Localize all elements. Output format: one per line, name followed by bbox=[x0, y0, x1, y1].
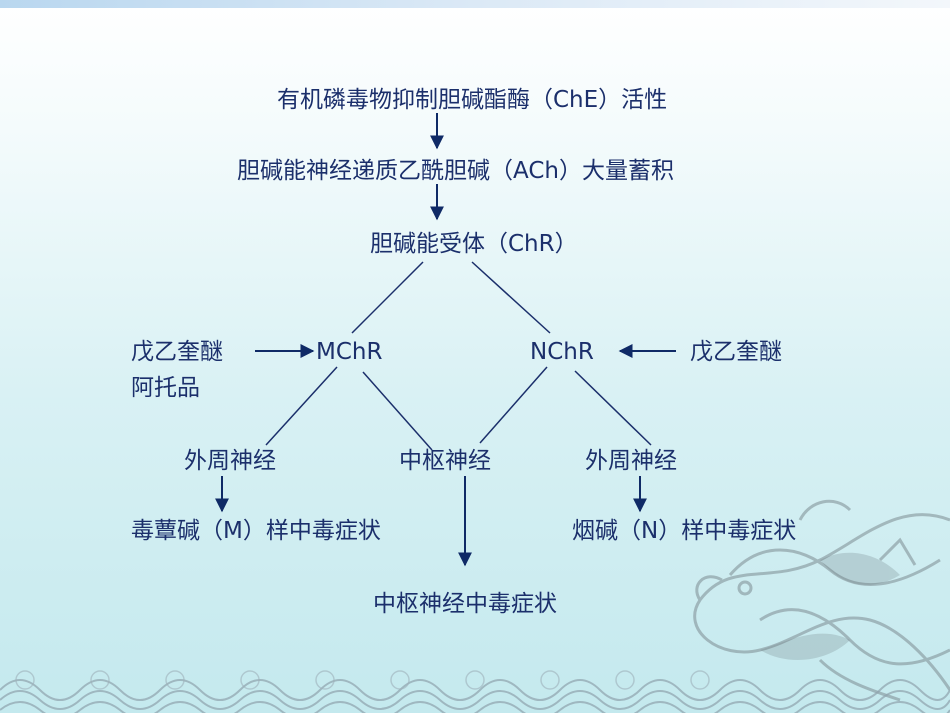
node-nchr: NChR bbox=[530, 339, 594, 365]
node-left-drug-penehyclidine: 戊乙奎醚 bbox=[131, 339, 223, 365]
node-right-drug-penehyclidine: 戊乙奎醚 bbox=[690, 339, 782, 365]
line-mchr-to-peripheral-left bbox=[265, 366, 338, 446]
line-nchr-to-central bbox=[479, 366, 548, 444]
line-chr-to-nchr bbox=[471, 261, 551, 334]
node-ach-accumulation: 胆碱能神经递质乙酰胆碱（ACh）大量蓄积 bbox=[237, 158, 674, 184]
node-ache-inhibition: 有机磷毒物抑制胆碱酯酶（ChE）活性 bbox=[277, 87, 668, 113]
node-peripheral-nerve-left: 外周神经 bbox=[184, 448, 276, 474]
node-cholinergic-receptor: 胆碱能受体（ChR） bbox=[370, 231, 578, 257]
node-nicotinic-symptoms: 烟碱（N）样中毒症状 bbox=[572, 518, 797, 544]
line-mchr-to-central bbox=[362, 371, 433, 451]
line-nchr-to-peripheral-right bbox=[574, 370, 652, 446]
node-central-symptoms: 中枢神经中毒症状 bbox=[373, 591, 557, 617]
line-chr-to-mchr bbox=[351, 261, 424, 334]
top-decorative-bar bbox=[0, 0, 950, 8]
node-muscarinic-symptoms: 毒蕈碱（M）样中毒症状 bbox=[131, 518, 381, 544]
node-peripheral-nerve-right: 外周神经 bbox=[585, 448, 677, 474]
node-left-drug-atropine: 阿托品 bbox=[131, 375, 200, 401]
node-central-nerve: 中枢神经 bbox=[399, 448, 491, 474]
node-mchr: MChR bbox=[316, 339, 383, 365]
